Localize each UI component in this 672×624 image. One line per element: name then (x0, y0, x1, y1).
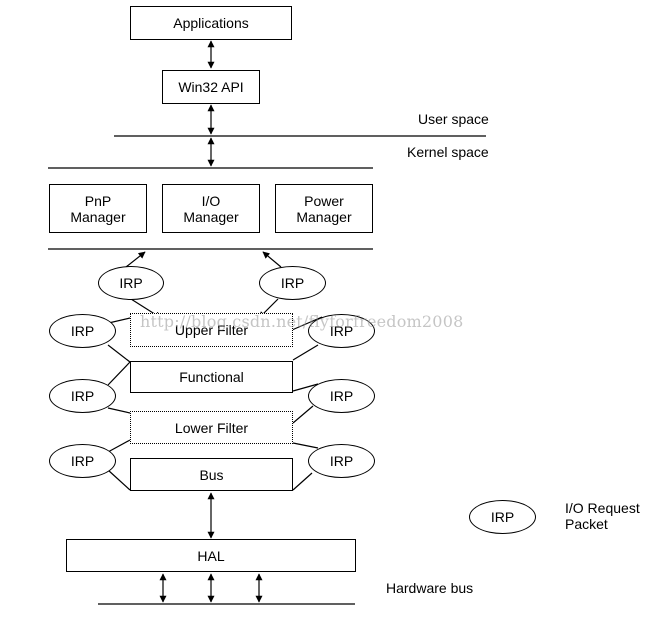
irp-text: IRP (70, 388, 95, 404)
irp-to-pnp-arrow (125, 251, 146, 268)
power-manager-box: Power Manager (275, 184, 373, 233)
pnp-manager-label: PnP Manager (70, 192, 126, 225)
irp-oval: IRP (308, 314, 375, 348)
io-manager-box: I/O Manager (162, 184, 260, 233)
hal-label: HAL (197, 547, 225, 564)
io-manager-label: I/O Manager (183, 192, 239, 225)
functional-label: Functional (179, 369, 244, 385)
irp-left-3-to-lower (107, 439, 131, 453)
irp-oval: IRP (308, 379, 375, 413)
upper-filter-label: Upper Filter (174, 322, 249, 338)
irp-left-1-to-functional (107, 344, 131, 363)
irp-text: IRP (280, 275, 305, 291)
irp-right-3-to-lower (292, 442, 319, 449)
irp-text: IRP (329, 388, 354, 404)
functional-box: Functional (130, 361, 293, 393)
power-manager-label: Power Manager (296, 192, 352, 225)
win32-api-box: Win32 API (162, 70, 260, 104)
irp-left-2-to-lower (107, 407, 131, 414)
irp-to-io-arrow (262, 251, 282, 268)
irp-oval: IRP (98, 266, 164, 300)
irp-right-2-to-lower (292, 405, 314, 424)
applications-box: Applications (130, 6, 292, 40)
lower-filter-label: Lower Filter (174, 419, 249, 436)
kernel-space-label: Kernel space (407, 144, 489, 160)
irp-oval: IRP (49, 314, 116, 348)
irp-left-2-to-functional (107, 361, 131, 386)
user-space-label: User space (418, 111, 489, 127)
watermark: http://blog.csdn.net/flyforfreedom2008 (140, 312, 464, 331)
win32-api-label: Win32 API (178, 79, 244, 95)
irp-oval: IRP (259, 266, 326, 300)
legend-text: I/O Request Packet (565, 500, 640, 532)
legend-irp-oval: IRP (469, 500, 536, 534)
irp-oval: IRP (308, 444, 375, 478)
irp-text: IRP (70, 323, 95, 339)
bus-label: Bus (199, 466, 224, 483)
hardware-bus-label: Hardware bus (386, 580, 474, 596)
pnp-manager-box: PnP Manager (49, 184, 147, 233)
legend-irp-text: IRP (490, 509, 515, 525)
lower-filter-box: Lower Filter (130, 411, 293, 444)
irp-text: IRP (329, 453, 354, 469)
irp-right-3-to-bus (292, 472, 313, 491)
irp-text: IRP (119, 275, 143, 291)
irp-text: IRP (70, 453, 95, 469)
hal-box: HAL (66, 539, 356, 572)
upper-filter-box: Upper Filter (130, 313, 293, 347)
applications-label: Applications (173, 15, 249, 31)
irp-left-3-to-bus (107, 469, 131, 491)
irp-oval: IRP (49, 444, 116, 478)
bus-box: Bus (130, 458, 293, 491)
irp-text: IRP (329, 323, 354, 339)
irp-right-1-to-functional (292, 344, 319, 361)
irp-oval: IRP (49, 379, 116, 413)
